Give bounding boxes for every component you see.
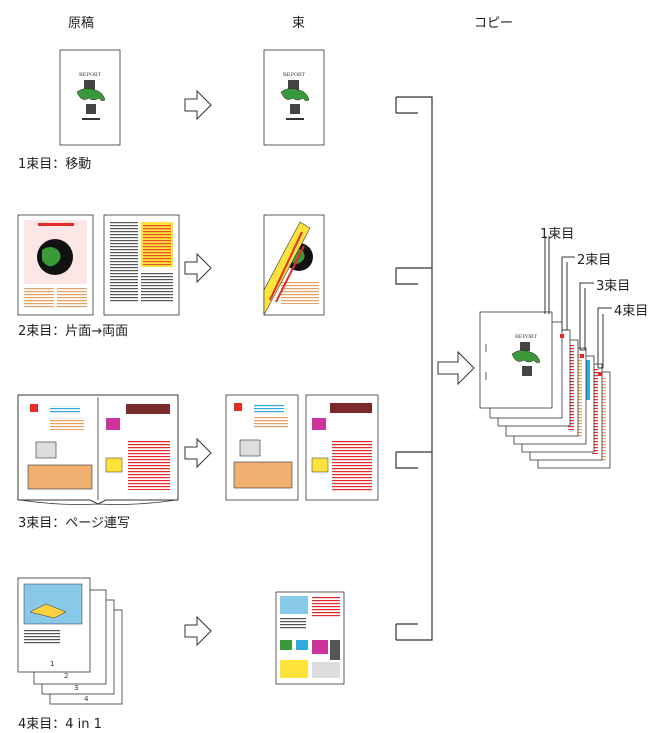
report-text: REPORT [79,72,102,78]
row4-arrow-icon [184,615,212,647]
row2-arrow-icon [184,252,212,284]
bracket-arrow-icon [437,350,475,386]
stack-label-4: 4束目 [614,304,649,319]
row1-bundle-report-page: REPORT [263,49,325,146]
page-num-1: 1 [50,660,54,668]
header-copy: コピー [474,16,514,31]
row1-arrow-icon [184,89,212,121]
row4-original-stacked-pages: 1 2 3 4 [17,577,123,705]
row2-original-page-back [103,214,180,316]
row3-original-open-book [17,394,179,505]
page-num-3: 3 [74,684,78,692]
row-label-4: 4束目：4 in 1 [18,717,102,732]
stack-label-3: 3束目 [596,279,631,294]
row3-arrow-icon [184,437,212,469]
stack-label-leaders [544,236,612,369]
report-text-3: REPORT [515,334,538,340]
row-label-2: 2束目：片面→両面 [18,324,129,339]
report-text-2: REPORT [283,72,306,78]
page-num-4: 4 [84,695,89,703]
bundle-bracket [395,96,433,641]
header-original: 原稿 [68,16,95,31]
row-label-1: 1束目：移動 [18,157,92,172]
row2-original-page-front [17,214,94,316]
output-copy-stack: REPORT [479,311,611,469]
row4-bundle-4in1-page [275,591,345,685]
row1-original-report-page: REPORT [59,49,121,146]
page-num-2: 2 [64,672,68,680]
row-label-3: 3束目：ページ連写 [18,516,131,531]
row3-bundle-page-right [305,394,379,501]
row2-bundle-duplex-page [263,214,325,316]
stack-label-2: 2束目 [577,253,612,268]
header-bundle: 束 [292,16,306,31]
row3-bundle-page-left [225,394,299,501]
